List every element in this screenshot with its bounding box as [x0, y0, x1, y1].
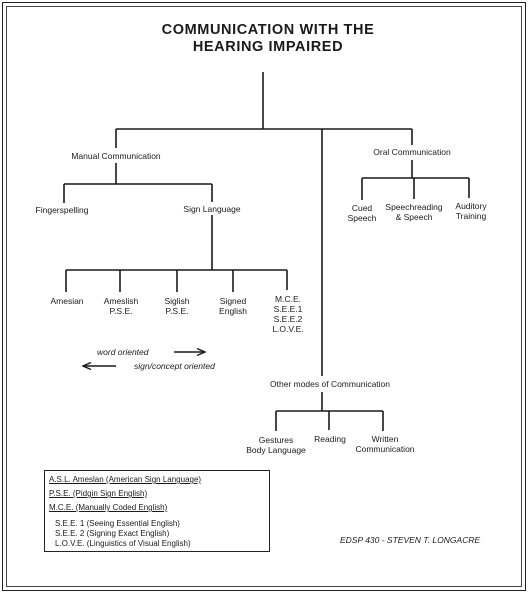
legend-see2: S.E.E. 2 (Signing Exact English): [55, 529, 170, 538]
node-line: Speech: [347, 213, 377, 223]
node-line: English: [219, 306, 247, 316]
legend-see1: S.E.E. 1 (Seeing Essential English): [55, 519, 180, 528]
node-line: & Speech: [395, 212, 433, 222]
diagram-title: COMMUNICATION WITH THE HEARING IMPAIRED: [162, 22, 375, 56]
title-line-2: HEARING IMPAIRED: [192, 39, 344, 55]
node-line: Siglish: [164, 296, 190, 306]
legend-mce: M.C.E. (Manually Coded English): [49, 503, 168, 512]
sign-concept-oriented-label: sign/concept oriented: [134, 361, 215, 371]
node-line: Gestures: [258, 435, 294, 445]
reading-node: Reading: [314, 434, 346, 444]
auditory-training-node: Auditory Training: [455, 201, 486, 221]
node-line: P.S.E.: [109, 306, 133, 316]
written-communication-node: Written Communication: [355, 434, 414, 454]
node-line: Speechreading: [385, 202, 443, 212]
ameslish-node: Ameslish P.S.E.: [104, 296, 138, 316]
node-line: Body Language: [246, 445, 306, 455]
node-line: Amesian: [50, 296, 84, 306]
sign-language-node: Sign Language: [183, 204, 241, 214]
arrow-right-icon: [174, 347, 206, 357]
inner-frame: [6, 6, 522, 587]
arrow-left-icon: [82, 361, 116, 371]
node-line: Communication: [355, 444, 415, 454]
gestures-node: Gestures Body Language: [246, 435, 306, 455]
mce-node: M.C.E. S.E.E.1 S.E.E.2 L.O.V.E.: [272, 294, 303, 334]
cued-speech-node: Cued Speech: [348, 203, 377, 223]
siglish-node: Siglish P.S.E.: [164, 296, 189, 316]
node-line: Written: [371, 434, 399, 444]
node-line: S.E.E.1: [273, 304, 303, 314]
node-line: S.E.E.2: [273, 314, 303, 324]
node-line: Ameslish: [103, 296, 139, 306]
node-line: Cued: [351, 203, 373, 213]
legend-love: L.O.V.E. (Linguistics of Visual English): [55, 539, 191, 548]
speechreading-node: Speechreading & Speech: [385, 202, 442, 222]
other-modes-node: Other modes of Communication: [270, 379, 390, 389]
node-line: M.C.E.: [275, 294, 301, 304]
outer-frame: [2, 2, 526, 591]
amesian-node: Amesian: [50, 296, 83, 306]
abbreviation-legend: A.S.L. Ameslan (American Sign Language) …: [44, 470, 270, 552]
word-oriented-label: word oriented: [97, 347, 149, 357]
author-credit: EDSP 430 - STEVEN T. LONGACRE: [340, 535, 481, 545]
fingerspelling-node: Fingerspelling: [35, 205, 89, 215]
signed-english-node: Signed English: [219, 296, 247, 316]
legend-pse: P.S.E. (Pidgin Sign English): [49, 489, 148, 498]
node-line: Signed: [219, 296, 247, 306]
node-line: Training: [455, 211, 487, 221]
node-line: Reading: [314, 434, 346, 444]
legend-asl: A.S.L. Ameslan (American Sign Language): [49, 475, 202, 484]
title-line-1: COMMUNICATION WITH THE: [161, 22, 375, 38]
manual-communication-node: Manual Communication: [71, 151, 161, 161]
oral-communication-node: Oral Communication: [373, 147, 451, 157]
node-line: P.S.E.: [165, 306, 189, 316]
node-line: L.O.V.E.: [272, 324, 304, 334]
node-line: Auditory: [455, 201, 487, 211]
